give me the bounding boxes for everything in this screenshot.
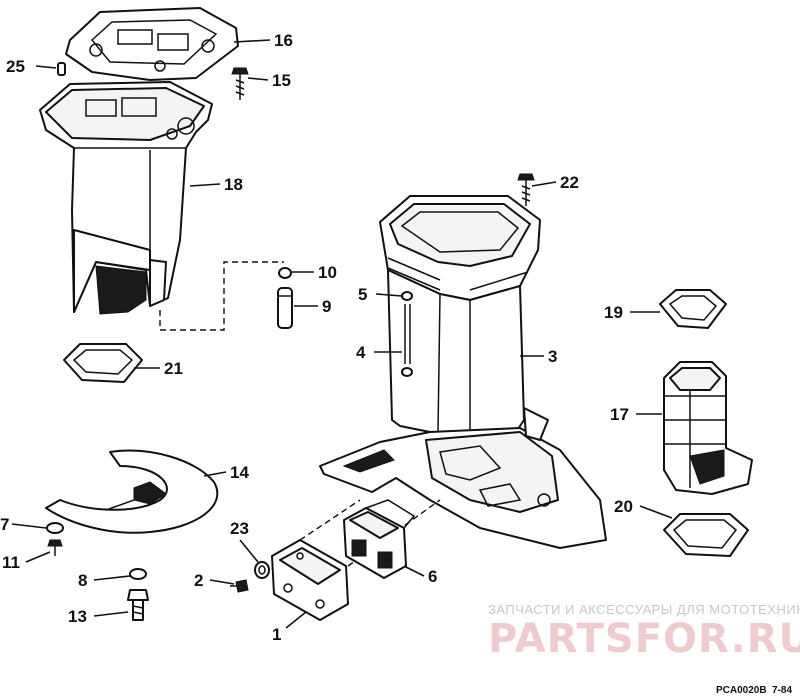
callout-11: 11 <box>2 553 20 572</box>
watermark-brand: PARTSFOR.RU <box>488 616 800 662</box>
callout-5: 5 <box>358 285 367 304</box>
part-21-exhaust-seal <box>63 343 143 383</box>
part-13-bolt <box>127 589 149 621</box>
watermark: ЗАПЧАСТИ И АКСЕССУАРЫ ДЛЯ МОТОТЕХНИКИ PA… <box>488 602 800 662</box>
part-16-gasket <box>65 7 239 81</box>
callout-14: 14 <box>230 463 249 482</box>
part-2-screw <box>230 579 249 593</box>
part-14-splash-plate <box>45 449 219 534</box>
part-11-screw <box>47 539 63 556</box>
part-15-screw <box>231 67 249 100</box>
callout-1: 1 <box>272 625 281 644</box>
callout-15: 15 <box>272 71 291 90</box>
part-7-washer <box>46 522 64 534</box>
callout-8: 8 <box>78 571 87 590</box>
callout-10: 10 <box>318 263 337 282</box>
callout-22: 22 <box>560 173 579 192</box>
part-17-exhaust-tube <box>663 361 753 495</box>
part-5-grommet <box>401 291 413 301</box>
callout-13: 13 <box>68 607 87 626</box>
callout-21: 21 <box>164 359 183 378</box>
part-1-mount-cover <box>271 499 441 621</box>
callout-20: 20 <box>614 497 633 516</box>
part-19-seal <box>659 289 727 329</box>
part-8-washer <box>129 568 147 580</box>
part-6-rubber-mount <box>343 499 416 579</box>
callout-7: 7 <box>0 515 9 534</box>
part-23-washer <box>254 561 270 579</box>
callout-4: 4 <box>356 343 366 362</box>
leader-lines <box>11 39 673 629</box>
callout-2: 2 <box>194 571 203 590</box>
part-20-seal <box>663 513 749 557</box>
callout-17: 17 <box>610 405 629 424</box>
reference-revision: 7-84 <box>772 685 792 696</box>
part-18-exhaust-housing <box>39 81 213 315</box>
callout-25: 25 <box>6 57 25 76</box>
callout-23: 23 <box>230 519 249 538</box>
part-25-dowel-pin <box>57 62 66 76</box>
figure-reference: PCA0020B 7-84 <box>716 685 792 696</box>
dashed-link-18-9 <box>159 261 284 331</box>
callout-6: 6 <box>428 567 437 586</box>
part-4-stud <box>401 304 413 377</box>
callout-labels: 16 25 15 18 22 10 5 9 19 4 3 21 17 14 20… <box>0 31 633 644</box>
part-10-grommet <box>278 267 292 279</box>
callout-16: 16 <box>274 31 293 50</box>
part-3-midsection <box>319 195 607 549</box>
callout-18: 18 <box>224 175 243 194</box>
callout-3: 3 <box>548 347 557 366</box>
watermark-tagline: ЗАПЧАСТИ И АКСЕССУАРЫ ДЛЯ МОТОТЕХНИКИ <box>488 602 800 617</box>
part-22-screw <box>517 173 535 206</box>
callout-19: 19 <box>604 303 623 322</box>
callout-9: 9 <box>322 297 331 316</box>
part-9-water-tube <box>277 287 293 329</box>
reference-code: PCA0020B <box>716 685 767 696</box>
